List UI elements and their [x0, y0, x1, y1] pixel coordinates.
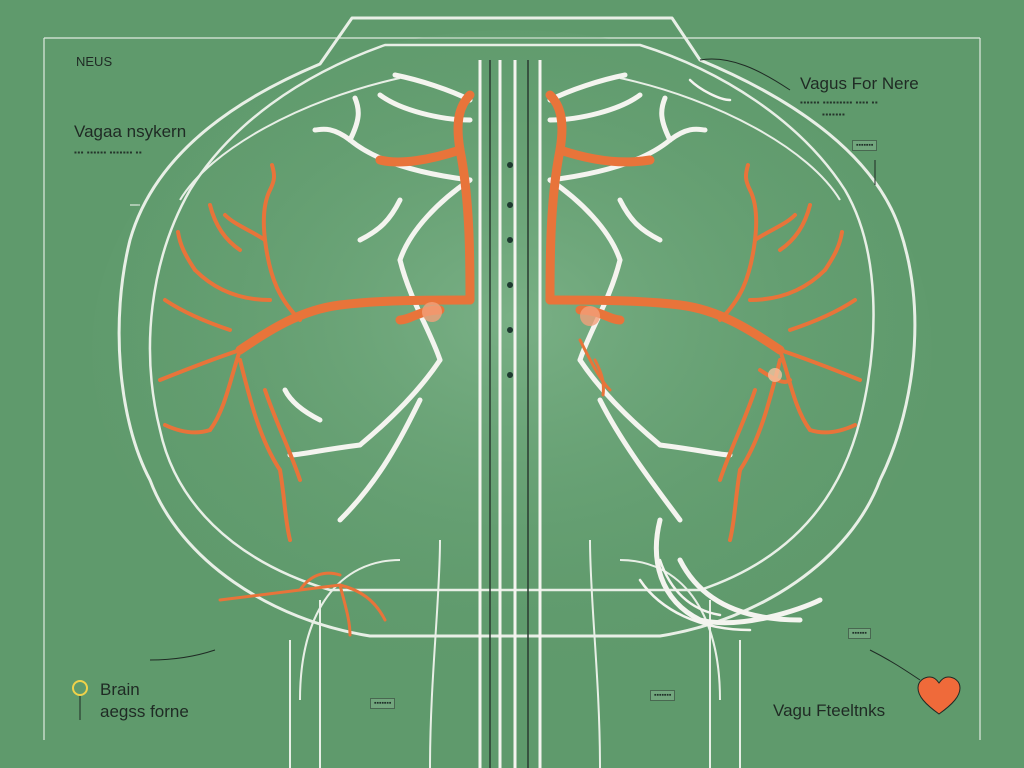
orange-nerves-lower	[218, 338, 612, 637]
bottom-left-subtitle: aegss forne	[100, 702, 189, 721]
right-lower-box: ▪▪▪▪▪▪	[848, 628, 871, 639]
center-box-left: ▪▪▪▪▪▪▪	[370, 698, 396, 709]
bottom-left-title: Brain	[100, 680, 140, 699]
orange-nerves-right	[718, 163, 862, 542]
right-subtitle-1: ▪▪▪▪▪▪ ▪▪▪▪▪▪▪▪▪ ▪▪▪▪ ▪▪	[800, 98, 879, 107]
left-subtitle: ▪▪▪ ▪▪▪▪▪▪ ▪▪▪▪▪▪▪ ▪▪	[74, 148, 143, 157]
nerve-nodes	[422, 302, 782, 382]
right-subtitle-2: ▪▪▪▪▪▪▪	[822, 110, 846, 119]
lower-lines	[289, 539, 741, 768]
spine-nodes	[507, 162, 513, 378]
orange-nerves-left	[158, 163, 302, 542]
body-glow	[92, 30, 932, 670]
heart-icon	[917, 676, 961, 715]
center-box-right: ▪▪▪▪▪▪▪	[650, 690, 676, 701]
white-nerves-thin	[638, 78, 752, 632]
right-box-label: ▪▪▪▪▪▪▪	[852, 140, 878, 151]
pin-icon	[72, 680, 88, 696]
spinal-column	[478, 60, 542, 768]
left-title: Vagaa nsykern	[74, 122, 187, 141]
orange-nerves-main	[235, 90, 785, 355]
leader-lines	[79, 58, 921, 720]
bottom-right-label: Vagu Fteeltnks	[773, 701, 886, 720]
top-left-label: NEUS	[76, 54, 113, 69]
right-title: Vagus For Nere	[800, 74, 919, 93]
